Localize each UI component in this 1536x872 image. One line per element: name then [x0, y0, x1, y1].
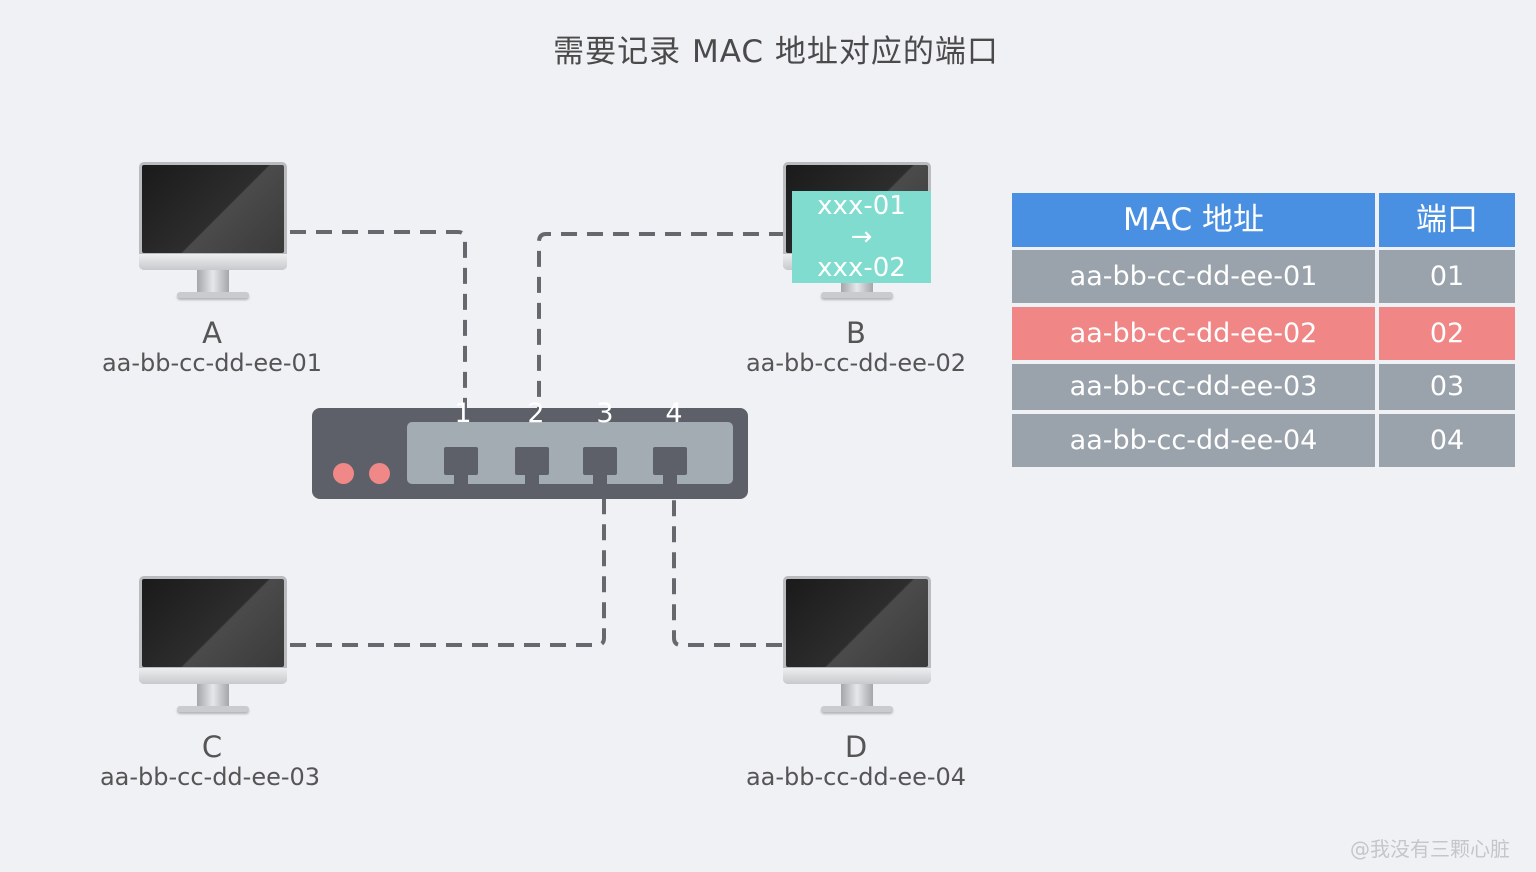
- port-number-3: 3: [596, 398, 614, 429]
- table-cell-port-highlighted: 02: [1379, 307, 1515, 360]
- ethernet-port-4-icon: [653, 447, 687, 487]
- host-c-mac: aa-bb-cc-dd-ee-03: [99, 763, 321, 791]
- status-led-icon: [369, 463, 390, 484]
- cable-c-port3: [290, 470, 606, 647]
- frame-destination: xxx-02: [817, 253, 906, 283]
- host-b-label: B: [846, 316, 866, 350]
- table-cell-port: 03: [1379, 364, 1515, 410]
- ethernet-port-2-icon: [515, 447, 549, 487]
- host-a-label: A: [202, 316, 222, 350]
- host-d-mac: aa-bb-cc-dd-ee-04: [745, 763, 967, 791]
- table-cell-port: 01: [1379, 250, 1515, 303]
- host-b-mac: aa-bb-cc-dd-ee-02: [745, 349, 967, 377]
- table-cell-port: 04: [1379, 414, 1515, 467]
- port-number-4: 4: [665, 398, 683, 429]
- computer-c-icon: [139, 576, 289, 716]
- switch-icon: [312, 408, 748, 499]
- table-cell-mac: aa-bb-cc-dd-ee-01: [1012, 250, 1375, 303]
- status-led-icon: [333, 463, 354, 484]
- host-d-label: D: [844, 730, 868, 764]
- cable-a-port1: [290, 230, 467, 432]
- table-cell-mac: aa-bb-cc-dd-ee-03: [1012, 364, 1375, 410]
- table-cell-mac: aa-bb-cc-dd-ee-04: [1012, 414, 1375, 467]
- host-a-mac: aa-bb-cc-dd-ee-01: [101, 349, 323, 377]
- host-c-label: C: [201, 730, 223, 764]
- table-header-mac: MAC 地址: [1012, 193, 1375, 247]
- ethernet-port-3-icon: [583, 447, 617, 487]
- ethernet-port-1-icon: [444, 447, 478, 487]
- table-cell-mac-highlighted: aa-bb-cc-dd-ee-02: [1012, 307, 1375, 360]
- watermark: @我没有三颗心脏: [1350, 837, 1510, 861]
- computer-a-icon: [139, 162, 289, 302]
- arrow-icon: →: [850, 222, 873, 252]
- table-header-port: 端口: [1379, 193, 1515, 247]
- diagram-title: 需要记录 MAC 地址对应的端口: [553, 34, 999, 70]
- frame-source: xxx-01: [817, 191, 906, 221]
- cable-d-port4: [672, 470, 782, 647]
- cable-b-port2: [537, 232, 785, 432]
- port-panel: [407, 422, 733, 484]
- port-number-1: 1: [454, 398, 472, 429]
- frame-note: xxx-01 → xxx-02: [792, 191, 931, 283]
- computer-d-icon: [783, 576, 933, 716]
- port-number-2: 2: [527, 398, 545, 429]
